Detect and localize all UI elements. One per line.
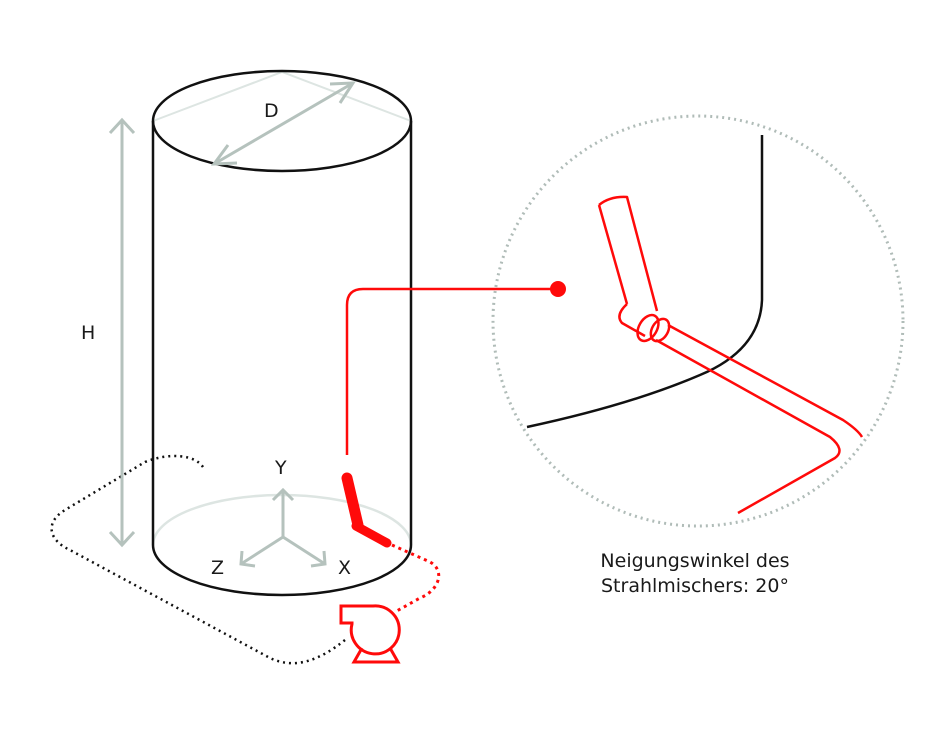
top-ellipse-guides	[152, 70, 412, 122]
caption-line-1: Neigungswinkel des	[600, 550, 790, 572]
callout-dot	[550, 281, 566, 297]
callout-line	[345, 287, 558, 455]
caption-line-2: Strahlmischers: 20°	[601, 575, 789, 597]
axes-icon	[239, 487, 327, 568]
diameter-arrow	[210, 81, 356, 166]
detail-tank-wall	[526, 135, 764, 429]
axis-y-label: Y	[275, 457, 287, 479]
dotted-pipe-loop	[50, 454, 346, 665]
pump-icon	[339, 604, 401, 664]
jet-mixer-icon	[341, 472, 392, 548]
red-dotted-pipe	[391, 543, 441, 614]
axis-z-label: Z	[211, 557, 225, 579]
height-label: H	[81, 322, 96, 344]
detail-jet-mixer	[597, 195, 864, 515]
detail-circle	[491, 114, 905, 528]
diameter-label: D	[264, 100, 279, 122]
axis-x-label: X	[338, 557, 352, 579]
height-arrow	[108, 117, 136, 548]
tilt-angle-caption: Neigungswinkel des Strahlmischers: 20°	[560, 549, 830, 599]
tank-cylinder	[151, 69, 413, 597]
